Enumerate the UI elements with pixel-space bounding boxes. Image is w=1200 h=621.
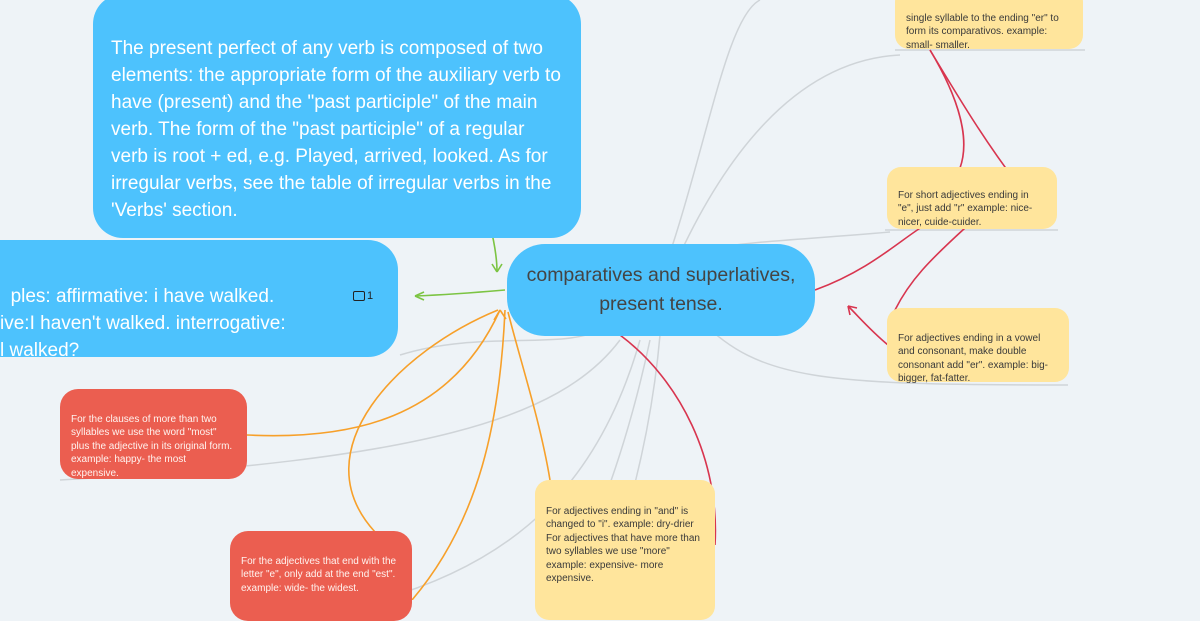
present-perfect-text: The present perfect of any verb is compo… xyxy=(111,38,561,221)
vowel-consonant-node[interactable]: For adjectives ending in a vowel and con… xyxy=(887,308,1069,385)
examples-text: ples: affirmative: i have walked. ive:I … xyxy=(0,286,286,361)
est-node[interactable]: For the adjectives that end with the let… xyxy=(230,531,412,621)
present-perfect-node[interactable]: The present perfect of any verb is compo… xyxy=(93,0,581,238)
ending-e-node[interactable]: For short adjectives ending in "e", just… xyxy=(887,167,1057,229)
most-node[interactable]: For the clauses of more than two syllabl… xyxy=(60,389,247,479)
central-topic[interactable]: comparatives and superlatives, present t… xyxy=(507,244,815,336)
ending-e-text: For short adjectives ending in "e", just… xyxy=(898,189,1033,228)
comment-count: 1 xyxy=(367,290,374,302)
central-topic-text: comparatives and superlatives, present t… xyxy=(526,264,796,315)
vowel-consonant-text: For adjectives ending in a vowel and con… xyxy=(898,332,1048,385)
most-text: For the clauses of more than two syllabl… xyxy=(71,413,233,479)
single-syllable-text: single syllable to the ending "er" to fo… xyxy=(906,12,1059,51)
examples-node[interactable]: ples: affirmative: i have walked. ive:I … xyxy=(0,240,398,361)
est-text: For the adjectives that end with the let… xyxy=(241,555,397,594)
comment-badge[interactable]: 1 xyxy=(353,290,373,302)
comment-icon xyxy=(353,291,365,301)
ending-and-text: For adjectives ending in "and" is change… xyxy=(546,505,700,585)
ending-and-node[interactable]: For adjectives ending in "and" is change… xyxy=(535,480,715,620)
single-syllable-node[interactable]: single syllable to the ending "er" to fo… xyxy=(895,0,1083,51)
